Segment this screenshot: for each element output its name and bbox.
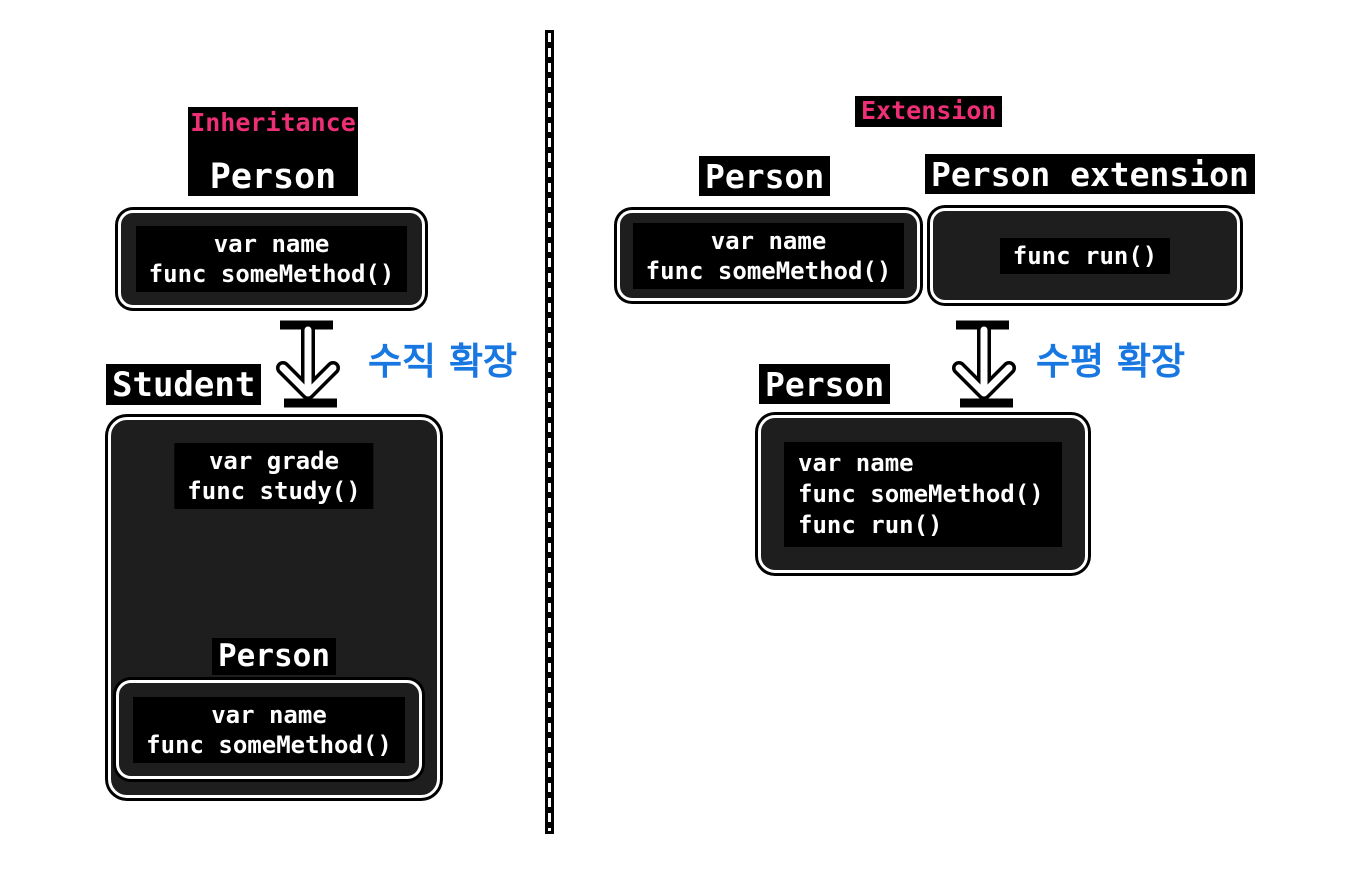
class-member: func someMethod(): [645, 256, 892, 285]
class-member: func someMethod(): [148, 260, 395, 288]
class-member: func study(): [187, 477, 361, 505]
inherited-person-label: Person: [212, 638, 336, 675]
student-label: Student: [106, 364, 262, 405]
section-divider: [545, 30, 554, 834]
class-member: func someMethod(): [798, 479, 1044, 508]
class-member: var grade: [208, 447, 340, 475]
extension-title: Extension: [855, 96, 1003, 127]
person-base-box: var name func someMethod(): [617, 210, 920, 301]
person-parent-members: var name func someMethod(): [135, 226, 408, 292]
person-base-label: Person: [699, 156, 831, 196]
class-member: var name: [798, 448, 914, 477]
person-extension-label: Person extension: [925, 154, 1255, 194]
person-parent-title: Person: [209, 157, 337, 197]
down-arrow-icon: [952, 320, 1016, 408]
horizontal-extension-label: 수평 확장: [1036, 340, 1186, 383]
class-member: var name: [710, 226, 827, 255]
class-member: var name: [211, 700, 327, 729]
extension-members: func run(): [999, 237, 1171, 274]
person-extension-box: func run(): [930, 208, 1240, 303]
person-parent-box: var name func someMethod(): [118, 210, 425, 308]
person-result-members: var name func someMethod() func run(): [784, 441, 1062, 547]
inheritance-title-block: Inheritance Person: [188, 107, 358, 196]
vertical-extension-label: 수직 확장: [368, 340, 518, 383]
class-member: func someMethod(): [146, 730, 392, 759]
class-member: var name: [213, 230, 330, 258]
inherited-person-members: var name func someMethod(): [133, 696, 405, 763]
student-box: var grade func study() Person var name f…: [108, 417, 440, 798]
inherited-person-box: var name func someMethod(): [116, 680, 422, 779]
class-member: func run(): [798, 510, 943, 539]
person-result-label: Person: [759, 364, 891, 404]
person-base-members: var name func someMethod(): [632, 222, 905, 289]
person-result-box: var name func someMethod() func run(): [758, 415, 1088, 573]
class-member: func run(): [1012, 241, 1158, 270]
student-members: var grade func study(): [174, 443, 374, 509]
inheritance-title: Inheritance: [190, 108, 356, 137]
down-arrow-icon: [276, 320, 340, 408]
